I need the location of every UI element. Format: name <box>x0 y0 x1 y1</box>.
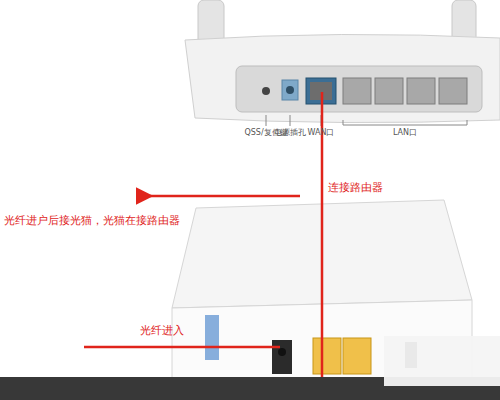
fiber-note: 光纤进入 <box>140 325 184 337</box>
fiber-port-hole <box>278 348 286 356</box>
reset-button <box>262 87 270 95</box>
lan-bracket <box>343 120 467 125</box>
connection-note: 连接路由器 <box>328 182 383 194</box>
port-label: LAN口 <box>393 129 417 138</box>
lan-port <box>407 78 435 104</box>
port-label: 电源插孔 <box>274 129 306 138</box>
lan-port-yellow <box>343 338 371 374</box>
network-cable <box>321 92 324 396</box>
lan-port-yellow <box>313 338 341 374</box>
brand-logo <box>205 315 219 360</box>
lan-port <box>375 78 403 104</box>
lan-port <box>439 78 467 104</box>
power-jack-hole <box>286 86 294 94</box>
router-body <box>185 34 500 122</box>
port-label: WAN口 <box>308 129 335 138</box>
overlay-box <box>384 336 500 386</box>
fiber-line <box>84 346 280 349</box>
fiber-port <box>272 340 292 374</box>
power-jack <box>282 80 298 100</box>
lan-port <box>343 78 371 104</box>
callout-note: 光纤进户后接光猫，光猫在接路由器 <box>4 215 180 227</box>
leader-line <box>266 115 267 126</box>
leader-line <box>290 115 291 126</box>
router-back-panel <box>236 66 482 112</box>
callout-arrow <box>150 195 300 198</box>
